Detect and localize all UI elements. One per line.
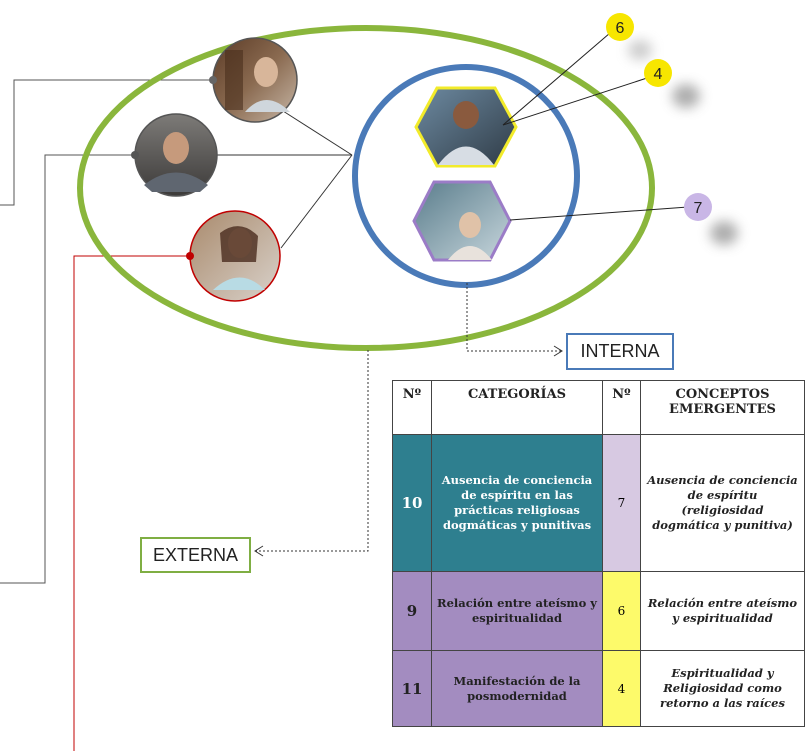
table-row: 9 Relación entre ateísmo y espiritualida… <box>392 571 805 651</box>
header-number-2: Nº <box>602 380 641 435</box>
svg-text:4: 4 <box>654 66 663 83</box>
svg-text:6: 6 <box>616 20 625 37</box>
arrow-head-interna <box>553 345 563 357</box>
badge-4: 4 <box>644 59 672 87</box>
pointer-line-4 <box>502 77 648 126</box>
category-number: 10 <box>392 434 432 572</box>
line-photo3-hub <box>280 154 353 249</box>
svg-text:7: 7 <box>694 200 703 217</box>
connector-line-top <box>0 79 213 206</box>
table-row: 11 Manifestación de la posmodernidad 4 E… <box>392 650 805 727</box>
categories-table: Nº CATEGORÍAS Nº CONCEPTOS EMERGENTES 10… <box>392 380 805 727</box>
connector-line-middle <box>0 154 135 584</box>
concept-text: Espiritualidad y Religiosidad como retor… <box>640 650 805 727</box>
photo-woman-purple-hexagon <box>412 180 512 262</box>
concept-text: Ausencia de conciencia de espíritu (reli… <box>640 434 805 572</box>
header-number: Nº <box>392 380 432 435</box>
badge-7: 7 <box>684 193 712 221</box>
badge-shadow <box>672 84 700 108</box>
pointer-line-7 <box>509 206 689 221</box>
dashed-arrow-externa <box>256 350 369 552</box>
photo-man-library <box>212 37 298 123</box>
pointer-line-6 <box>502 32 611 126</box>
photo-man-yellow-hexagon <box>414 86 518 168</box>
concept-text: Relación entre ateísmo y espiritualidad <box>640 571 805 651</box>
photo-woman-red-border <box>189 210 281 302</box>
category-text: Relación entre ateísmo y espiritualidad <box>431 571 603 651</box>
concept-number: 4 <box>602 650 641 727</box>
photo-connector-dot <box>186 252 194 260</box>
badge-shadow <box>710 221 738 245</box>
photo-connector-dot <box>209 76 217 84</box>
concept-number: 7 <box>602 434 641 572</box>
concept-number: 6 <box>602 571 641 651</box>
table-header-row: Nº CATEGORÍAS Nº CONCEPTOS EMERGENTES <box>392 380 805 435</box>
connector-line-red <box>73 255 190 751</box>
table-row: 10 Ausencia de conciencia de espíritu en… <box>392 434 805 572</box>
category-number: 11 <box>392 650 432 727</box>
category-number: 9 <box>392 571 432 651</box>
badge-shadow <box>628 40 652 60</box>
badge-6: 6 <box>606 13 634 41</box>
inner-ellipse <box>352 64 580 288</box>
header-emerging-concepts: CONCEPTOS EMERGENTES <box>640 380 805 435</box>
dashed-arrow-interna <box>466 283 561 352</box>
arrow-head-externa <box>254 545 264 557</box>
outer-ellipse <box>77 25 655 351</box>
photo-connector-dot <box>131 151 139 159</box>
label-externa: EXTERNA <box>140 537 251 573</box>
line-photo1-hub <box>282 110 353 156</box>
photo-man-office <box>134 113 218 197</box>
category-text: Ausencia de conciencia de espíritu en la… <box>431 434 603 572</box>
category-text: Manifestación de la posmodernidad <box>431 650 603 727</box>
header-categories: CATEGORÍAS <box>431 380 603 435</box>
label-interna: INTERNA <box>566 333 674 370</box>
